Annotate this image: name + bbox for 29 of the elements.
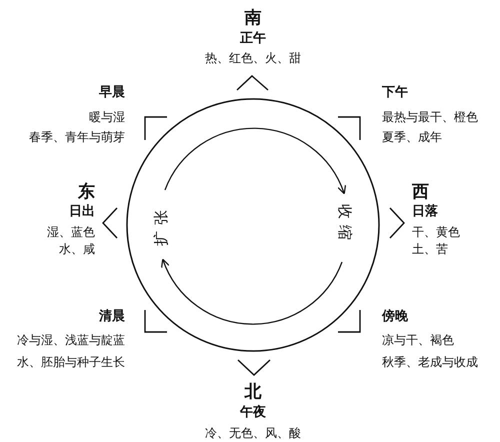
time-label: 下午: [382, 85, 408, 101]
attribute-text: 凉与干、褐色: [382, 332, 454, 348]
circle-node: [126, 98, 380, 352]
time-label: 清晨: [99, 309, 125, 325]
attribute-text: 湿、蓝色: [47, 224, 95, 240]
time-label: 日出: [69, 204, 95, 220]
direction-label: 南: [244, 8, 262, 28]
attribute-text: 暖与湿: [89, 109, 125, 125]
time-label: 午夜: [240, 405, 266, 421]
time-label: 早晨: [99, 85, 125, 101]
cycle-label: 收缩: [337, 204, 353, 246]
attribute-text: 夏季、成年: [382, 129, 442, 145]
attribute-text: 冷与湿、浅蓝与靛蓝: [17, 332, 125, 348]
attribute-text: 土、苦: [412, 241, 448, 257]
attribute-text: 水、胚胎与种子生长: [17, 354, 125, 370]
attribute-text: 干、黄色: [412, 224, 460, 240]
attribute-text: 热、红色、火、甜: [205, 50, 301, 66]
direction-label: 北: [244, 382, 262, 402]
cycle-label: 扩张: [153, 204, 169, 246]
attribute-text: 水、咸: [59, 241, 95, 257]
time-label: 正午: [240, 31, 266, 47]
time-label: 日落: [412, 204, 438, 220]
attribute-text: 冷、无色、风、酸: [205, 425, 301, 441]
attribute-text: 春季、青年与萌芽: [29, 129, 125, 145]
attribute-text: 最热与最干、橙色: [382, 109, 478, 125]
time-label: 傍晚: [382, 309, 408, 325]
direction-label: 东: [78, 182, 95, 202]
attribute-text: 秋季、老成与收成: [382, 354, 478, 370]
direction-label: 西: [412, 182, 429, 202]
